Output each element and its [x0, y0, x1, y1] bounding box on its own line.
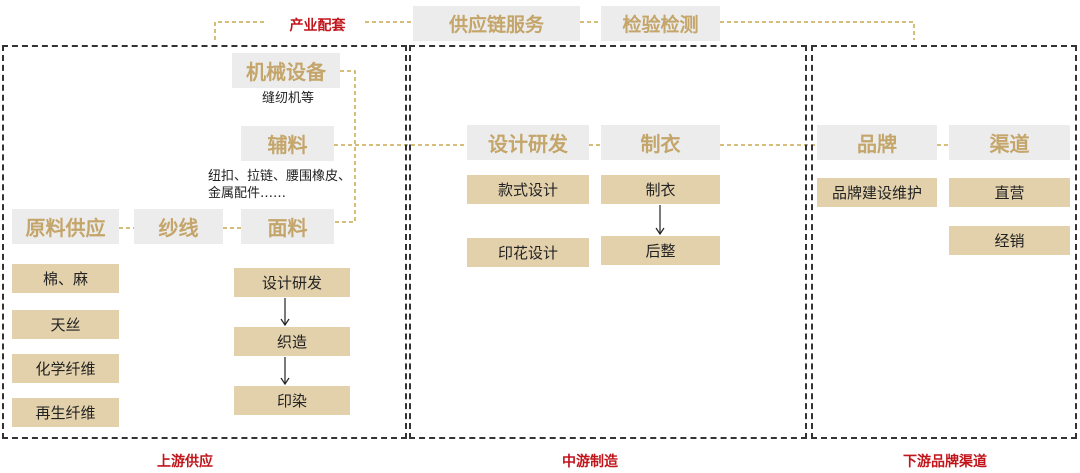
raw-item-tencel: 天丝 — [12, 310, 119, 339]
raw-material-box: 原料供应 — [12, 209, 119, 244]
accessories-note: 纽扣、拉链、腰围橡皮、金属配件…… — [208, 169, 352, 201]
raw-item-cotton-linen: 棉、麻 — [12, 264, 119, 293]
machinery-box: 机械设备 — [232, 53, 340, 88]
accessories-box: 辅料 — [241, 126, 334, 161]
upstream-panel — [2, 45, 407, 439]
upstream-label: 上游供应 — [157, 454, 213, 470]
machinery-fabric-link — [334, 70, 356, 223]
style-design-box: 款式设计 — [467, 175, 589, 204]
arrow-head-1 — [280, 318, 290, 327]
fabric-box: 面料 — [241, 209, 334, 244]
top-bracket-right — [720, 21, 915, 40]
midstream-panel — [409, 45, 807, 439]
supply-chain-service-box: 供应链服务 — [413, 6, 580, 41]
downstream-label: 下游品牌渠道 — [903, 454, 987, 470]
garment-step-finishing: 后整 — [601, 236, 720, 265]
raw-item-recycled-fiber: 再生纤维 — [12, 398, 119, 427]
inspection-testing-box: 检验检测 — [601, 6, 720, 41]
arrow-head-3 — [655, 227, 665, 236]
midstream-label: 中游制造 — [562, 454, 618, 470]
yarn-box: 纱线 — [134, 209, 223, 244]
design-rd-box: 设计研发 — [467, 125, 589, 160]
channel-box: 渠道 — [949, 125, 1070, 160]
industry-support-label: 产业配套 — [289, 18, 346, 34]
arrow-head-2 — [280, 377, 290, 386]
downstream-panel — [811, 45, 1077, 439]
direct-sales-box: 直营 — [949, 178, 1070, 207]
brand-box: 品牌 — [817, 125, 937, 160]
fabric-step-design: 设计研发 — [234, 268, 350, 297]
raw-item-chemical-fiber: 化学纤维 — [12, 354, 119, 383]
distribution-box: 经销 — [949, 226, 1070, 255]
garment-box: 制衣 — [601, 125, 720, 160]
brand-building-box: 品牌建设维护 — [817, 178, 937, 207]
fabric-step-dyeing: 印染 — [234, 386, 350, 415]
top-bracket-left — [214, 21, 265, 40]
print-design-box: 印花设计 — [467, 238, 589, 267]
fabric-step-weaving: 织造 — [234, 327, 350, 356]
garment-step-sewing: 制衣 — [601, 175, 720, 204]
machinery-note: 缝纫机等 — [262, 91, 315, 106]
